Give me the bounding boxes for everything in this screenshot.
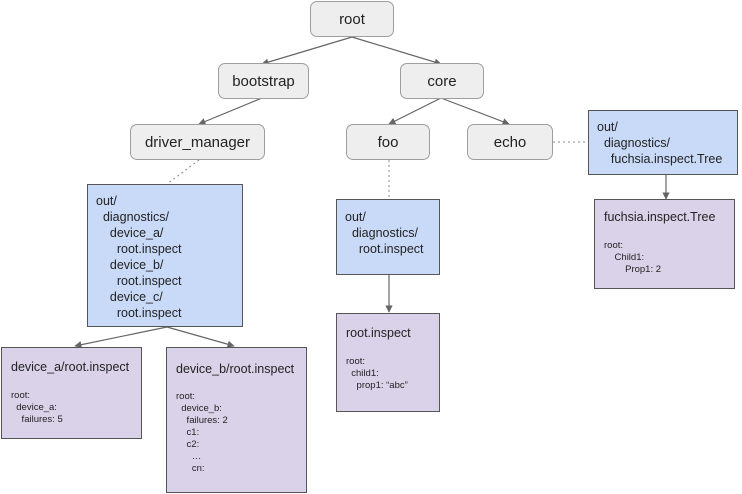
edge-root-bootstrap [261, 36, 353, 66]
node-driver-manager: driver_manager [130, 124, 265, 160]
file-line: root: [176, 391, 196, 402]
dir-line: root.inspect [96, 306, 182, 320]
node-bootstrap: bootstrap [218, 63, 309, 99]
echo-diagnostics-dir: out/ diagnostics/ fuchsia.inspect.Tree [588, 110, 738, 175]
file-title: device_b/root.inspect [176, 362, 295, 376]
dir-line: device_b/ [96, 258, 164, 272]
foo-inspect-file: root.inspect root: child1: prop1: “abc” [336, 313, 440, 412]
echo-inspect-file: fuchsia.inspect.Tree root: Child1: Prop1… [594, 199, 735, 289]
file-line: c1: [176, 427, 200, 438]
file-line: Prop1: 2 [604, 264, 662, 275]
edge-core-foo [388, 97, 442, 125]
edge-root-core [351, 36, 442, 66]
node-foo: foo [346, 124, 430, 160]
edge-dir-device-a [74, 326, 168, 349]
dir-line: diagnostics/ [597, 136, 670, 150]
driver-manager-diagnostics-dir: out/ diagnostics/ device_a/ root.inspect… [87, 184, 243, 327]
file-line: … [176, 451, 202, 462]
file-line: failures: 5 [11, 414, 63, 425]
file-line: Child1: [604, 252, 645, 263]
dir-line: device_c/ [96, 290, 163, 304]
file-line: root: [346, 356, 366, 367]
dir-line: root.inspect [96, 274, 182, 288]
dir-line: diagnostics/ [96, 210, 169, 224]
edge-bootstrap-driver-manager [198, 97, 263, 125]
node-echo: echo [467, 124, 553, 160]
file-line: root: [11, 390, 31, 401]
dir-line: out/ [597, 120, 618, 134]
foo-diagnostics-dir: out/ diagnostics/ root.inspect [336, 199, 440, 275]
dir-line: fuchsia.inspect.Tree [597, 152, 723, 166]
edge-driver-manager-dir [166, 159, 200, 185]
file-title: device_a/root.inspect [11, 360, 130, 374]
file-line: failures: 2 [176, 415, 228, 426]
file-line: c2: [176, 439, 200, 450]
file-line: prop1: “abc” [346, 380, 408, 391]
dir-line: root.inspect [96, 242, 182, 256]
device-b-inspect-file: device_b/root.inspect root: device_b: fa… [166, 347, 307, 493]
file-line: device_b: [176, 403, 222, 414]
file-line: device_a: [11, 402, 57, 413]
node-root: root [310, 1, 394, 37]
edge-dir-device-b [166, 326, 235, 348]
dir-line: out/ [345, 210, 366, 224]
dir-line: root.inspect [345, 242, 424, 256]
file-title: root.inspect [346, 326, 411, 340]
edge-core-echo [440, 97, 510, 126]
file-line: cn: [176, 463, 205, 474]
dir-line: out/ [96, 194, 117, 208]
dir-line: device_a/ [96, 226, 164, 240]
file-title: fuchsia.inspect.Tree [604, 210, 716, 224]
dir-line: diagnostics/ [345, 226, 418, 240]
node-core: core [400, 63, 484, 99]
file-line: root: [604, 240, 624, 251]
device-a-inspect-file: device_a/root.inspect root: device_a: fa… [1, 347, 142, 439]
file-line: child1: [346, 368, 379, 379]
